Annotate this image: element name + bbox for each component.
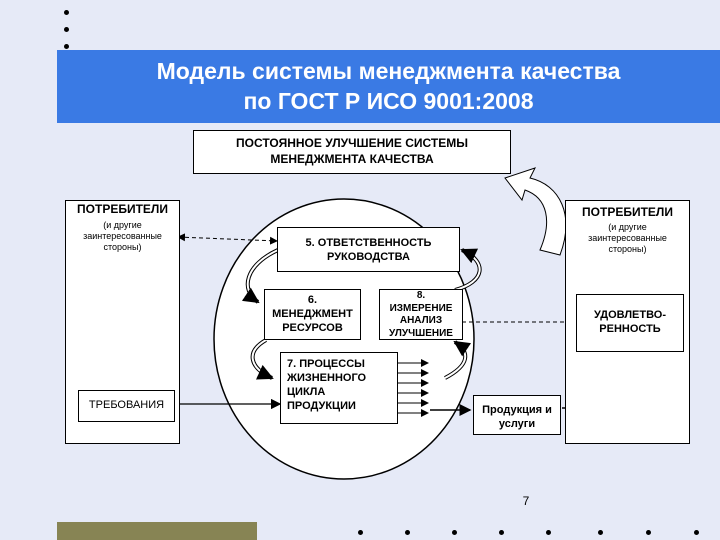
left-customers-heading: ПОТРЕБИТЕЛИ (77, 202, 168, 216)
footer-bar (57, 522, 257, 540)
footer-dot (452, 530, 457, 535)
footer-dot (694, 530, 699, 535)
process-6-label: 6. МЕНЕДЖМЕНТ РЕСУРСОВ (272, 294, 353, 334)
footer-dot (358, 530, 363, 535)
right-customers-sub: (и другие заинтересованные стороны) (588, 222, 667, 254)
page-number: 7 (522, 494, 530, 508)
satisfaction-label: УДОВЛЕТВО- РЕННОСТЬ (593, 309, 666, 335)
slide-title: Модель системы менеджмента качества по Г… (156, 58, 621, 114)
process-8-box (379, 289, 463, 340)
continuous-improvement-box (193, 130, 511, 174)
process-7-box (280, 352, 398, 424)
bullet-dot (64, 10, 69, 15)
continuous-improvement-label: ПОСТОЯННОЕ УЛУЧШЕНИЕ СИСТЕМЫ МЕНЕДЖМЕНТА… (236, 136, 468, 166)
requirements-label: ТРЕБОВАНИЯ (88, 399, 165, 411)
footer-dot (405, 530, 410, 535)
product-services-box (473, 395, 561, 435)
footer-dot (598, 530, 603, 535)
bullet-dot (64, 27, 69, 32)
process-5-box (277, 227, 460, 272)
bullet-dot (64, 44, 69, 49)
title-bar (57, 50, 720, 123)
right-customers-heading: ПОТРЕБИТЕЛИ (582, 205, 673, 219)
satisfaction-box (576, 294, 684, 352)
process-6-box (264, 289, 361, 340)
process-7-label: 7. ПРОЦЕССЫ ЖИЗНЕННОГО ЦИКЛА ПРОДУКЦИИ (287, 358, 367, 412)
process-5-label: 5. ОТВЕТСТВЕННОСТЬ РУКОВОДСТВА (305, 237, 432, 263)
footer-dot (646, 530, 651, 535)
footer-dot (499, 530, 504, 535)
improvement-arrow (504, 167, 567, 256)
process-8-label: 8. ИЗМЕРЕНИЕ АНАЛИЗ УЛУЧШЕНИЕ (389, 290, 453, 339)
product-services-label: Продукция и услуги (482, 404, 552, 430)
footer-dot (546, 530, 551, 535)
left-customers-sub: (и другие заинтересованные стороны) (83, 220, 162, 252)
requirements-box (78, 390, 175, 422)
